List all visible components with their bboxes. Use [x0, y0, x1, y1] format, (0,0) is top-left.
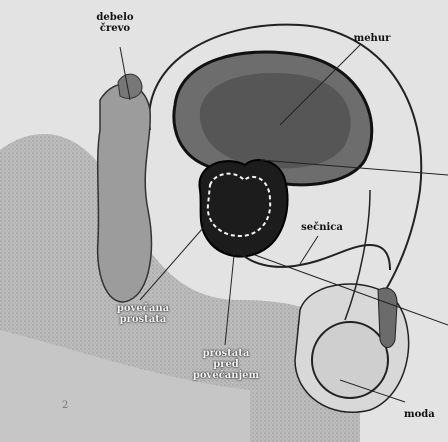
testis-shape — [312, 322, 388, 398]
penis-shape — [378, 288, 397, 347]
page-number: 2 — [62, 400, 68, 411]
label-bladder: mehur — [352, 33, 392, 44]
label-testis: moda — [404, 409, 444, 420]
colon-top — [118, 74, 142, 98]
label-prostate-before: prostata pred povečanjem — [185, 348, 267, 381]
colon-shape — [98, 84, 152, 302]
prostate-shape — [199, 160, 287, 257]
label-enlarged-prostate: povečana prostata — [110, 303, 176, 325]
label-colon: debelo črevo — [92, 12, 138, 34]
label-urethra: sečnica — [297, 222, 347, 233]
